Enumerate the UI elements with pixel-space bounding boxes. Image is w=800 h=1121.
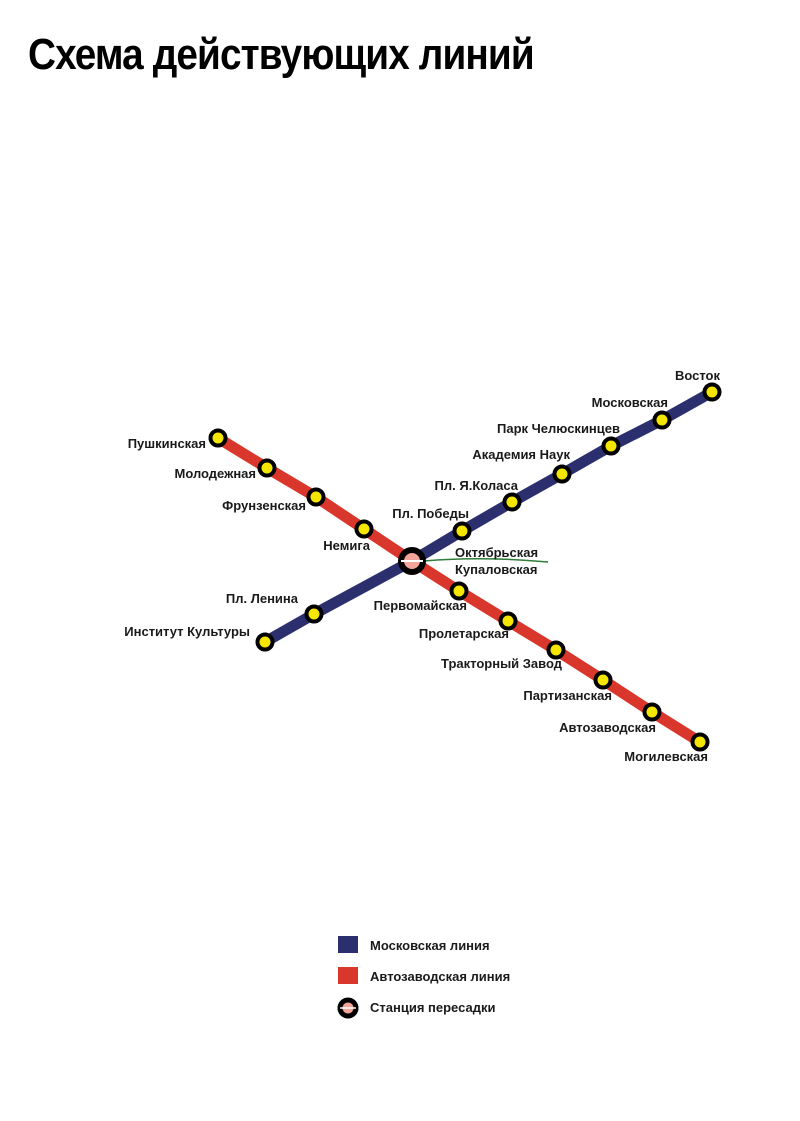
legend-item-0: Московская линия xyxy=(338,936,490,953)
map-title: Схема действующих линий xyxy=(28,30,535,79)
connector-layer xyxy=(423,557,549,563)
station-пушкинская[interactable] xyxy=(208,428,228,448)
station-label: Парк Челюскинцев xyxy=(497,421,620,436)
station-label: Пл. Ленина xyxy=(226,591,299,606)
station-автозаводская[interactable] xyxy=(642,702,662,722)
station-marker xyxy=(690,732,710,752)
station-могилевская[interactable] xyxy=(690,732,710,752)
station-marker xyxy=(552,464,572,484)
station-marker xyxy=(593,670,613,690)
station-label: Тракторный Завод xyxy=(441,656,563,671)
station-пл-я-коласа[interactable] xyxy=(502,492,522,512)
station-label: Академия Наук xyxy=(472,447,570,462)
station-фрунзенская[interactable] xyxy=(306,487,326,507)
station-тракторный-завод[interactable] xyxy=(546,640,566,660)
station-marker xyxy=(208,428,228,448)
station-label: Молодежная xyxy=(175,466,257,481)
station-пл-победы[interactable] xyxy=(452,521,472,541)
station-marker xyxy=(652,410,672,430)
legend-label: Автозаводская линия xyxy=(370,969,510,984)
station-marker xyxy=(449,581,469,601)
station-парк-челюскинцев[interactable] xyxy=(601,436,621,456)
station-label: Фрунзенская xyxy=(222,498,306,513)
station-marker xyxy=(354,519,374,539)
stations-layer xyxy=(208,382,722,752)
station-партизанская[interactable] xyxy=(593,670,613,690)
station-пл-ленина[interactable] xyxy=(304,604,324,624)
station-академия-наук[interactable] xyxy=(552,464,572,484)
station-первомайская[interactable] xyxy=(449,581,469,601)
legend-label: Станция пересадки xyxy=(370,1000,495,1015)
station-label: Пл. Победы xyxy=(392,506,469,521)
station-marker xyxy=(306,487,326,507)
station-пролетарская[interactable] xyxy=(498,611,518,631)
station-label: Пушкинская xyxy=(128,436,206,451)
station-label: Автозаводская xyxy=(559,720,656,735)
station-marker xyxy=(498,611,518,631)
transfer-station[interactable] xyxy=(398,547,426,575)
station-институт-культуры[interactable] xyxy=(255,632,275,652)
station-label: Немига xyxy=(323,538,370,553)
station-marker xyxy=(502,492,522,512)
legend-item-1: Автозаводская линия xyxy=(338,967,510,984)
labels-layer: Институт Культуры Пл. Ленина Пл. Победы Пл.… xyxy=(124,368,720,764)
station-marker xyxy=(546,640,566,660)
station-label: Пролетарская xyxy=(419,626,509,641)
station-label: Восток xyxy=(675,368,721,383)
station-marker xyxy=(255,632,275,652)
station-label: Институт Культуры xyxy=(124,624,250,639)
station-label: Могилевская xyxy=(624,749,708,764)
station-marker xyxy=(702,382,722,402)
transfer-label-октябрьская: Октябрьская xyxy=(455,545,538,560)
station-marker xyxy=(452,521,472,541)
station-marker xyxy=(304,604,324,624)
station-marker xyxy=(642,702,662,722)
station-label: Пл. Я.Коласа xyxy=(435,478,519,493)
station-восток[interactable] xyxy=(702,382,722,402)
station-label: Первомайская xyxy=(374,598,467,613)
station-молодежная[interactable] xyxy=(257,458,277,478)
transfer-connector xyxy=(423,557,549,563)
station-московская[interactable] xyxy=(652,410,672,430)
transfer-label-купаловская: Купаловская xyxy=(455,562,538,577)
legend-label: Московская линия xyxy=(370,938,490,953)
station-немига[interactable] xyxy=(354,519,374,539)
station-label: Партизанская xyxy=(523,688,612,703)
legend-item-2: Станция пересадки xyxy=(337,997,495,1019)
station-label: Московская xyxy=(592,395,668,410)
station-marker xyxy=(257,458,277,478)
station-marker xyxy=(601,436,621,456)
legend-swatch xyxy=(338,967,358,984)
legend-swatch xyxy=(338,936,358,953)
